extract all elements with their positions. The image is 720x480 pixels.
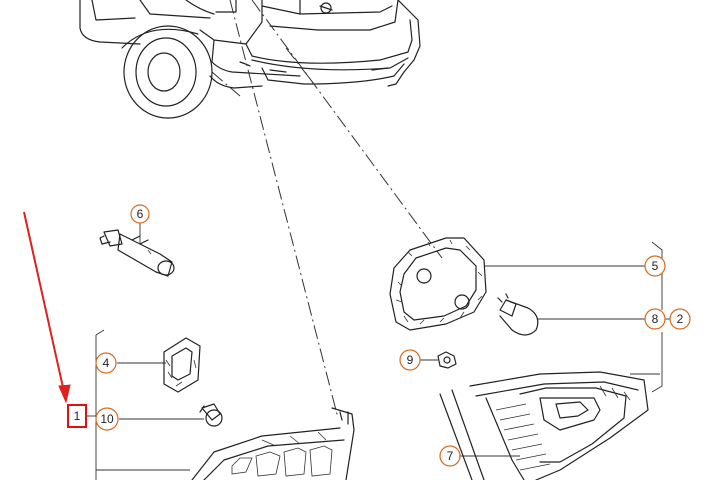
callout-1: 1 (67, 404, 87, 428)
large-gasket-part (389, 237, 487, 331)
callout-4-label: 4 (103, 356, 110, 370)
callout-10-label: 10 (100, 412, 114, 426)
outer-tail-light-part (191, 407, 355, 480)
callout-2: 2 (669, 308, 691, 330)
nut-part (437, 351, 457, 369)
bulb-part (497, 293, 539, 336)
callout-4: 4 (95, 352, 117, 374)
callout-1-label: 1 (74, 409, 81, 423)
callout-7: 7 (439, 445, 461, 467)
assembly-leader-lines (211, 0, 443, 419)
vehicle-rear-illustration (79, 0, 421, 119)
callout-6: 6 (130, 204, 150, 224)
callout-leader-lines (86, 223, 670, 457)
small-gasket-part (163, 337, 201, 393)
callout-2-label: 2 (677, 312, 684, 326)
small-bulb-part (199, 403, 223, 427)
callout-5-label: 5 (652, 259, 659, 273)
callout-7-label: 7 (447, 449, 454, 463)
callout-5: 5 (644, 255, 666, 277)
inner-tail-light-part (439, 371, 649, 480)
callout-8: 8 (644, 308, 666, 330)
callout-8-label: 8 (652, 312, 659, 326)
callout-9-label: 9 (407, 353, 414, 367)
callout-9: 9 (399, 349, 421, 371)
callout-10: 10 (95, 407, 119, 431)
bulb-holder-part (99, 229, 175, 277)
callout-6-label: 6 (137, 207, 144, 221)
group-brackets (95, 241, 663, 480)
red-arrow-annotation (23, 211, 71, 404)
